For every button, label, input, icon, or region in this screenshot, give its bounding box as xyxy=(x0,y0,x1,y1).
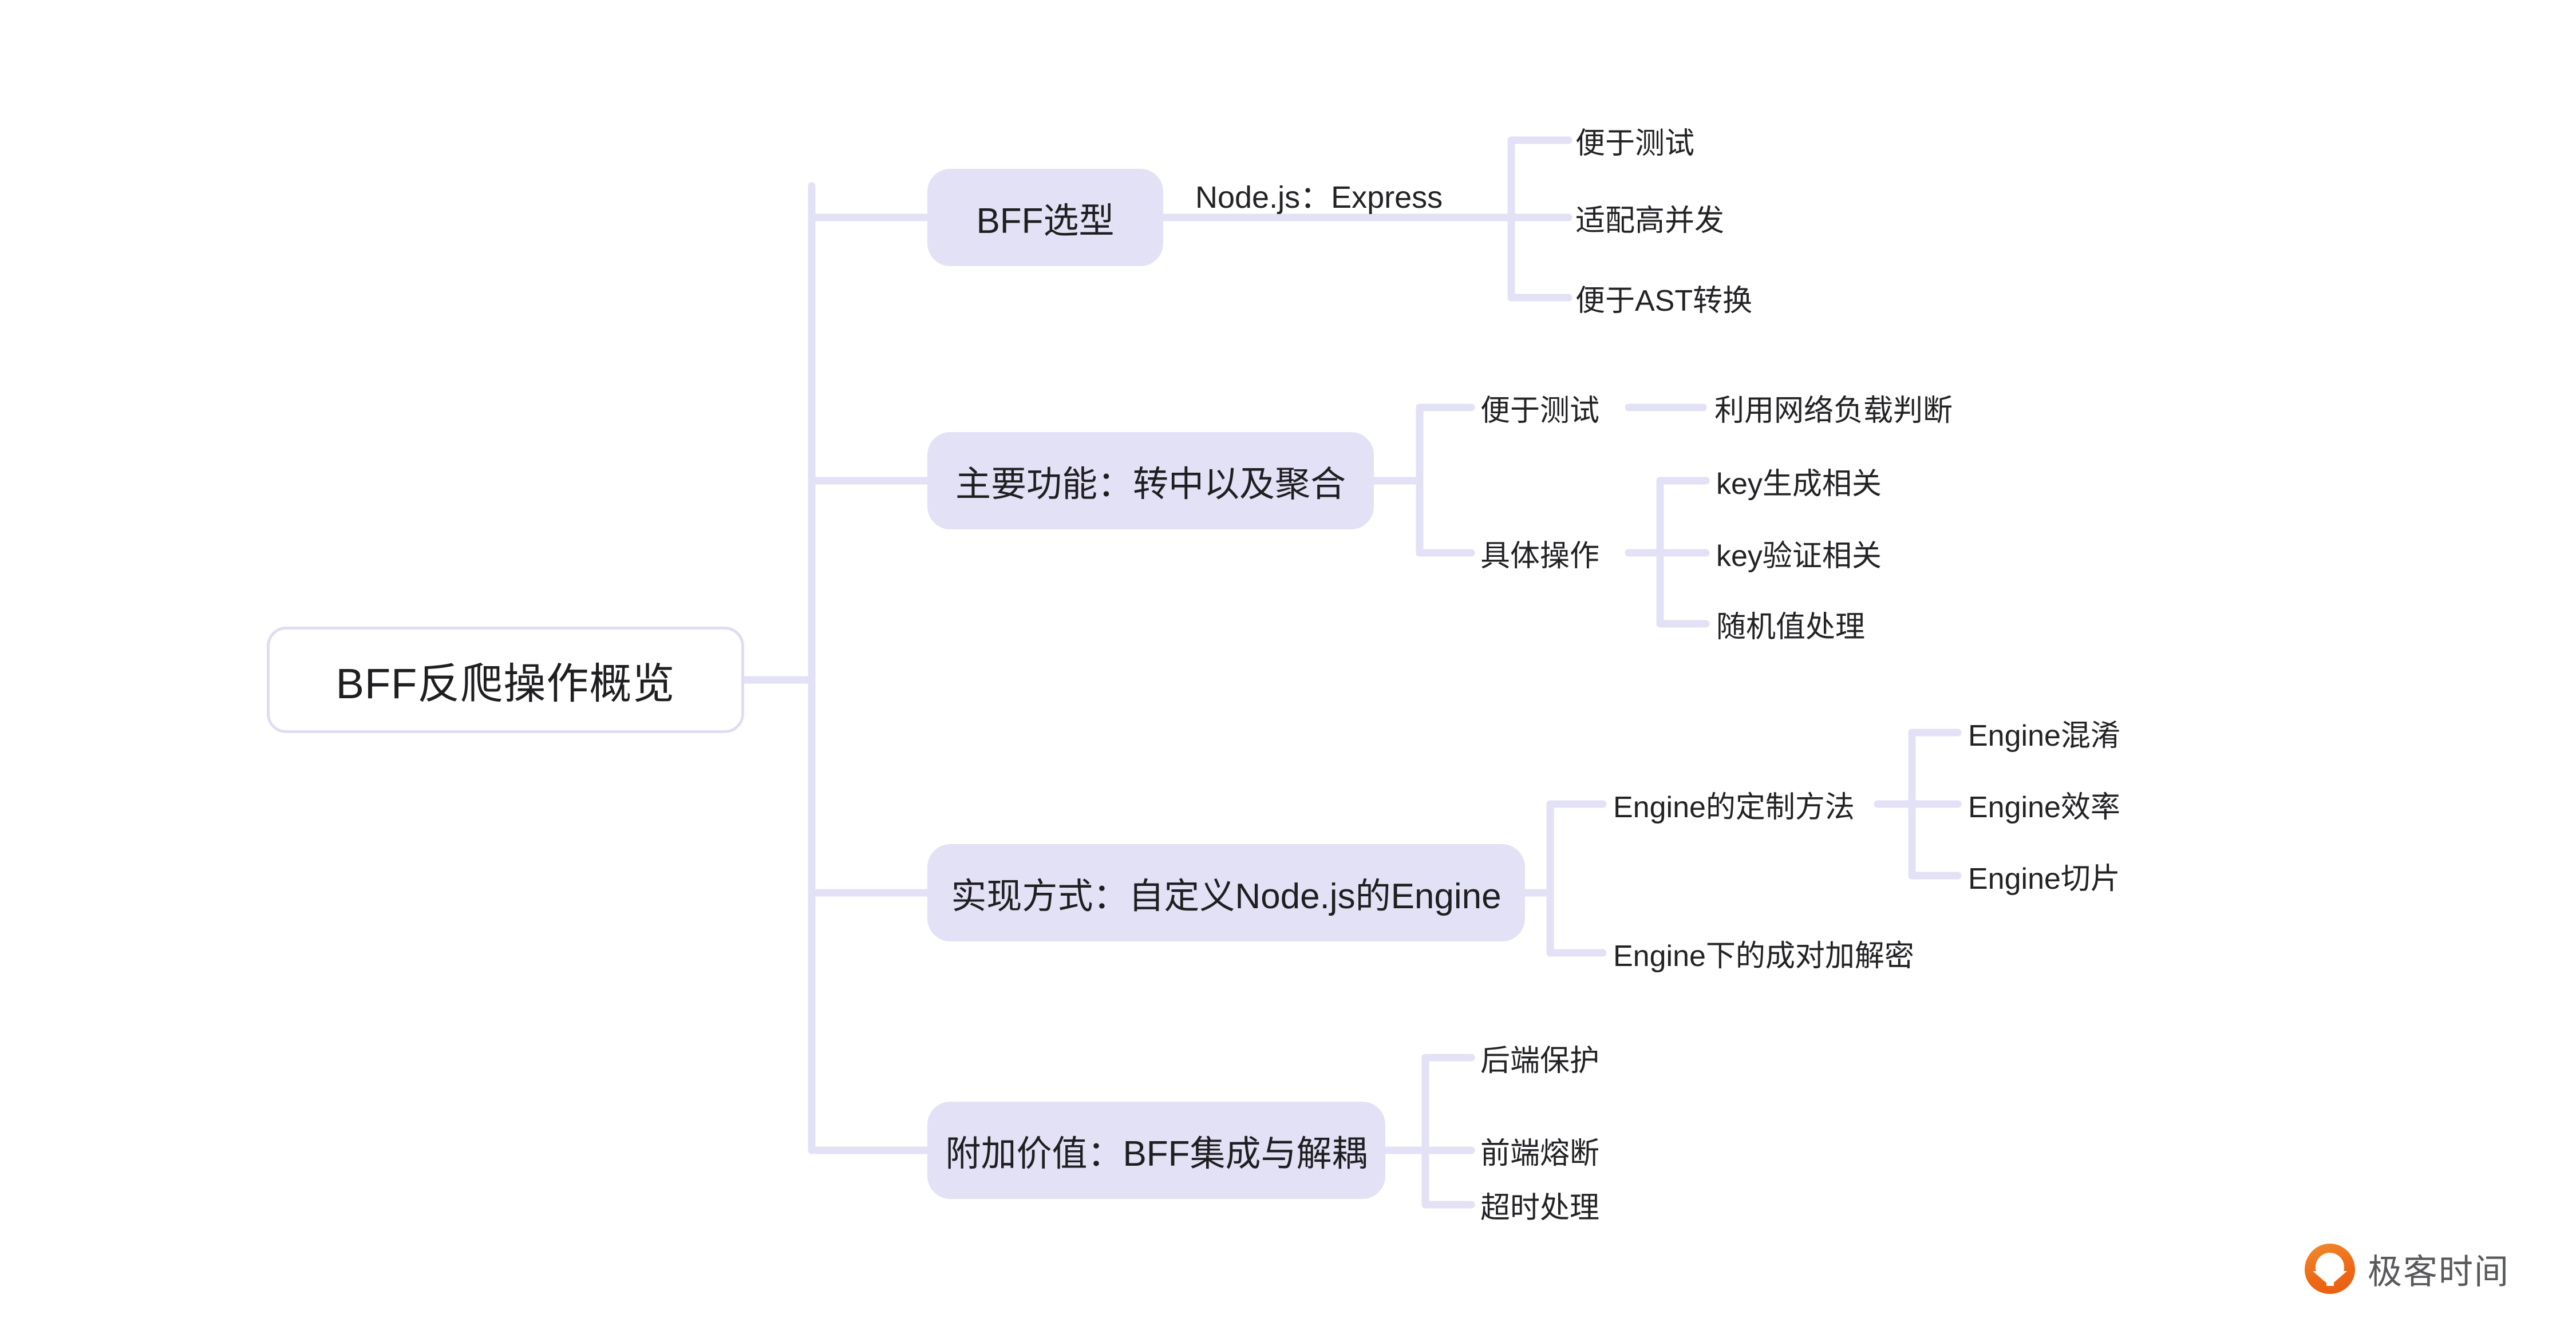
brand-name: 极客时间 xyxy=(2368,1252,2510,1291)
leaf-node-b3-c1-g3[interactable]: Engine切片 xyxy=(1968,854,2120,897)
brand-logo: 极客时间 xyxy=(2305,1244,2510,1294)
branch-node-label: 实现方式：自定义Node.js的Engine xyxy=(951,877,1502,916)
leaf-node-b3-c1-g2[interactable]: Engine效率 xyxy=(1968,783,2120,825)
leaf-node-label: 后端保护 xyxy=(1480,1044,1600,1078)
branch-node-label: BFF选型 xyxy=(976,201,1115,241)
node-label: Engine下的成对加解密 xyxy=(1613,939,1914,973)
edge-label-nodejs-express: Node.js：Express xyxy=(1195,180,1443,215)
node-b2-c2[interactable]: 具体操作 xyxy=(1480,532,1599,574)
branch-node-implementation[interactable]: 实现方式：自定义Node.js的Engine xyxy=(927,844,1525,941)
leaf-node-b1-c1[interactable]: 便于测试 xyxy=(1575,119,1694,161)
root-node-label: BFF反爬操作概览 xyxy=(335,659,675,707)
branch-node-bff-selection[interactable]: BFF选型 xyxy=(927,169,1163,266)
node-b3-c2[interactable]: Engine下的成对加解密 xyxy=(1613,932,1914,974)
leaf-node-label: 便于AST转换 xyxy=(1575,284,1753,318)
branch-node-label: 附加价值：BFF集成与解耦 xyxy=(945,1134,1368,1174)
leaf-node-label: Engine混淆 xyxy=(1968,719,2120,753)
node-b2-c1[interactable]: 便于测试 xyxy=(1480,386,1599,429)
node-label: 便于测试 xyxy=(1480,394,1600,428)
root-node[interactable]: BFF反爬操作概览 xyxy=(267,627,744,733)
leaf-node-label: key生成相关 xyxy=(1716,467,1882,501)
leaf-node-b2-c2-g2[interactable]: key验证相关 xyxy=(1716,532,1882,574)
leaf-node-label: 随机值处理 xyxy=(1716,610,1866,644)
leaf-node-b3-c1-g1[interactable]: Engine混淆 xyxy=(1968,711,2120,754)
leaf-node-b4-c3[interactable]: 超时处理 xyxy=(1480,1183,1599,1226)
branch-node-main-function[interactable]: 主要功能：转中以及聚合 xyxy=(927,432,1374,529)
leaf-node-b1-c2[interactable]: 适配高并发 xyxy=(1575,196,1724,239)
leaf-node-label: key验证相关 xyxy=(1716,539,1882,573)
branch-node-label: 主要功能：转中以及聚合 xyxy=(955,465,1346,504)
leaf-node-label: 前端熔断 xyxy=(1480,1137,1600,1170)
node-label: 具体操作 xyxy=(1480,539,1600,573)
branch-node-extra-value[interactable]: 附加价值：BFF集成与解耦 xyxy=(927,1102,1385,1199)
leaf-node-label: Engine效率 xyxy=(1968,790,2120,824)
node-label: Engine的定制方法 xyxy=(1613,790,1855,824)
leaf-node-label: 超时处理 xyxy=(1480,1191,1600,1225)
node-b3-c1[interactable]: Engine的定制方法 xyxy=(1613,783,1855,825)
leaf-node-b1-c3[interactable]: 便于AST转换 xyxy=(1575,276,1752,319)
leaf-node-label: 适配高并发 xyxy=(1575,204,1725,238)
leaf-node-b2-c2-g1[interactable]: key生成相关 xyxy=(1716,460,1882,502)
leaf-node-label: 利用网络负载判断 xyxy=(1714,394,1953,428)
leaf-node-b4-c2[interactable]: 前端熔断 xyxy=(1480,1129,1599,1171)
leaf-node-b2-c2-g3[interactable]: 随机值处理 xyxy=(1716,603,1865,645)
leaf-node-b2-c1-g1[interactable]: 利用网络负载判断 xyxy=(1714,386,1953,429)
leaf-node-label: 便于测试 xyxy=(1575,126,1695,160)
leaf-node-label: Engine切片 xyxy=(1968,862,2120,896)
geekbang-logo-icon xyxy=(2305,1244,2355,1294)
leaf-node-b4-c1[interactable]: 后端保护 xyxy=(1480,1036,1599,1079)
